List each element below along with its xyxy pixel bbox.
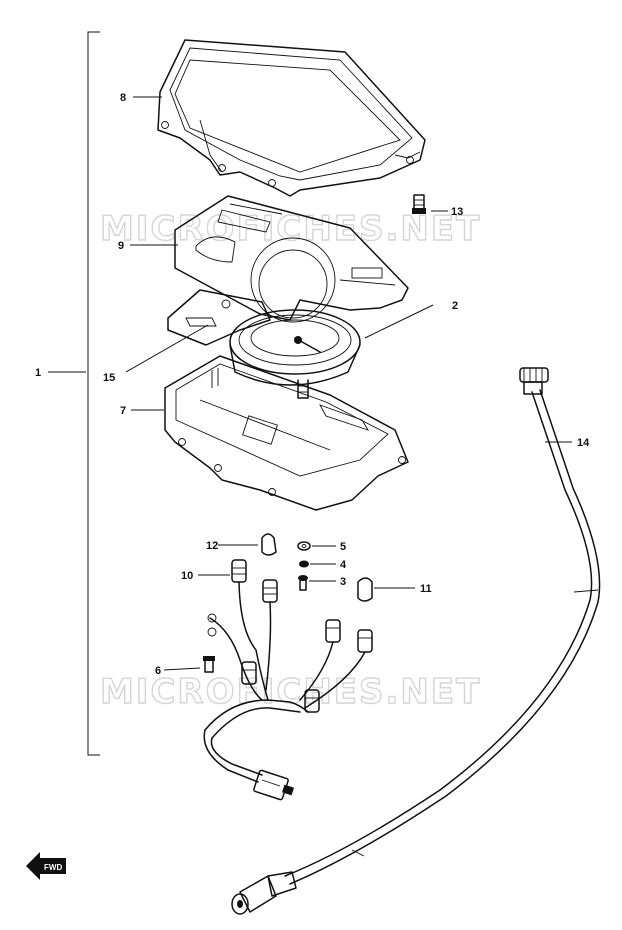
callout-2: 2 xyxy=(452,300,458,312)
bulb-cap-part-12 xyxy=(261,533,277,556)
callout-5: 5 xyxy=(340,541,346,553)
screw-part-6 xyxy=(203,656,215,673)
callout-11: 11 xyxy=(420,583,432,595)
bulb-socket-c xyxy=(325,619,341,643)
watermark-top: MICROFICHES.NET xyxy=(100,209,481,249)
bulb-socket-harness xyxy=(203,559,373,783)
callout-6: 6 xyxy=(155,665,161,677)
fwd-arrow-icon: FWD xyxy=(26,852,66,880)
bulb-socket-a xyxy=(231,559,247,583)
callout-8: 8 xyxy=(120,92,126,104)
speedometer-cable-part xyxy=(231,367,601,915)
callout-14: 14 xyxy=(577,437,590,449)
lens-cover-part xyxy=(157,39,426,197)
screw-part-13 xyxy=(412,194,426,214)
bulb-socket-d xyxy=(357,629,373,653)
callout-9: 9 xyxy=(118,240,124,252)
bulb-cap-part-11 xyxy=(357,577,373,602)
callout-13: 13 xyxy=(451,206,463,218)
callouts: 8 9 13 2 1 15 7 14 12 5 4 3 10 11 6 xyxy=(35,92,590,677)
washer-part-4 xyxy=(299,560,309,568)
speedometer-part xyxy=(229,309,361,399)
bulb-socket-b xyxy=(262,579,278,603)
assembly-bracket xyxy=(87,31,100,756)
callout-7: 7 xyxy=(120,405,126,417)
watermark-bottom: MICROFICHES.NET xyxy=(100,672,481,712)
bulb-socket-f xyxy=(304,689,320,713)
washer-part-5 xyxy=(297,541,311,551)
harness-connector xyxy=(253,769,294,801)
screw-part-3 xyxy=(298,575,308,591)
callout-3: 3 xyxy=(340,576,346,588)
callout-10: 10 xyxy=(181,570,193,582)
callout-1: 1 xyxy=(35,367,41,379)
leader-lines xyxy=(48,96,572,671)
face-plate-part xyxy=(174,195,409,323)
lower-case-part xyxy=(164,355,409,511)
fwd-label: FWD xyxy=(44,863,62,872)
callout-4: 4 xyxy=(340,559,347,571)
circuit-board-part xyxy=(167,289,271,346)
callout-15: 15 xyxy=(103,372,115,384)
callout-12: 12 xyxy=(206,540,218,552)
